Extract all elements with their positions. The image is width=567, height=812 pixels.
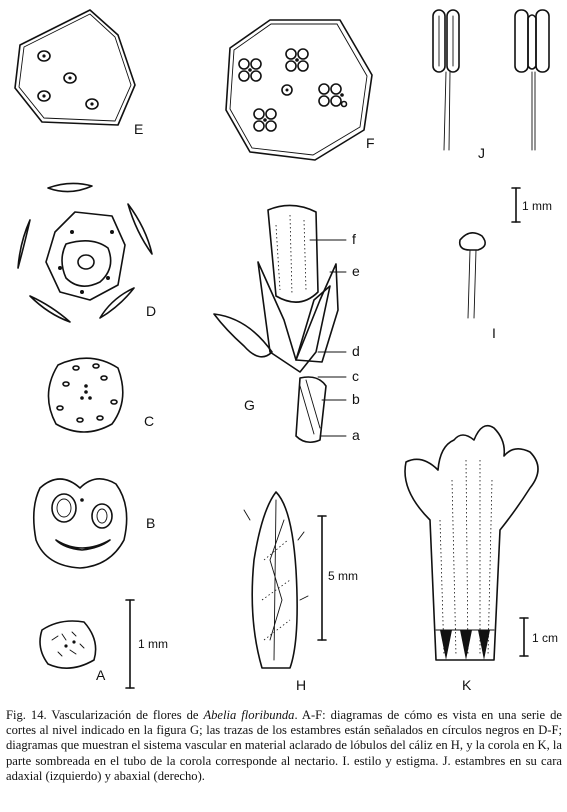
figure-plate: E F xyxy=(14,9,558,693)
panel-label-h: H xyxy=(296,677,306,693)
panel-label-c: C xyxy=(144,413,154,429)
panel-label-j: J xyxy=(478,145,485,161)
section-e xyxy=(14,9,136,126)
stamens-j xyxy=(432,9,550,151)
part-label-e: e xyxy=(352,263,360,279)
corolla-k xyxy=(404,424,539,661)
caption-lead: Fig. 14. Vascularización de flores de xyxy=(6,708,204,722)
panel-label-k: K xyxy=(462,677,472,693)
part-leaders-g xyxy=(309,239,347,437)
section-f xyxy=(225,19,373,161)
scale-bar-h xyxy=(317,515,327,641)
scale-label-ab: 1 mm xyxy=(138,637,168,651)
part-label-f: f xyxy=(352,231,356,247)
part-label-b: b xyxy=(352,391,360,407)
panel-label-e: E xyxy=(134,121,143,137)
figure-caption: Fig. 14. Vascularización de flores de Ab… xyxy=(6,708,562,784)
scale-bar-ij xyxy=(511,187,521,223)
section-a xyxy=(39,620,97,669)
panel-label-b: B xyxy=(146,515,155,531)
caption-species: Abelia floribunda xyxy=(203,708,295,722)
section-b xyxy=(32,478,128,569)
panel-label-f: F xyxy=(366,135,375,151)
scale-label-k: 1 cm xyxy=(532,631,558,645)
panel-label-d: D xyxy=(146,303,156,319)
panel-label-g: G xyxy=(244,397,255,413)
panel-label-a: A xyxy=(96,667,106,683)
part-label-d: d xyxy=(352,343,360,359)
style-stigma-i xyxy=(458,232,486,319)
section-d xyxy=(17,182,153,323)
calyx-lobe-h xyxy=(243,491,309,669)
scale-bar-k xyxy=(519,617,529,657)
part-label-c: c xyxy=(352,368,359,384)
scale-label-h: 5 mm xyxy=(328,569,358,583)
panel-label-i: I xyxy=(492,325,496,341)
scale-bar-ab xyxy=(125,599,135,689)
part-label-a: a xyxy=(352,427,360,443)
section-c xyxy=(47,357,124,433)
caption-body: . A-F: diagramas de cómo es vista en una… xyxy=(6,708,563,783)
scale-label-ij: 1 mm xyxy=(522,199,552,213)
flower-g xyxy=(213,204,339,444)
